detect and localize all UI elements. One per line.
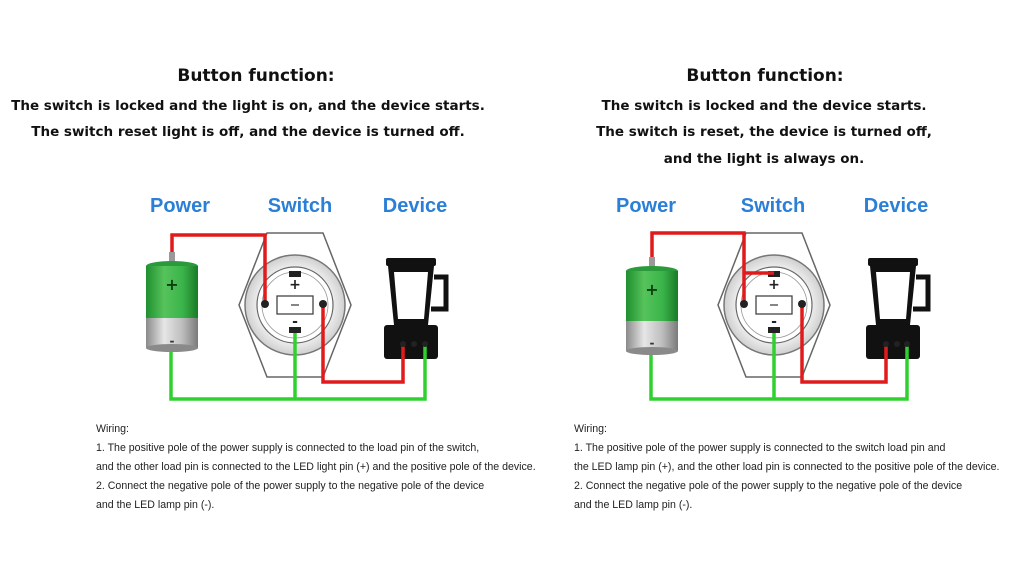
right-desc-line-1: The switch is locked and the device star… bbox=[601, 98, 927, 114]
wiring-line: and the LED lamp pin (-). bbox=[96, 499, 215, 511]
battery-minus-sign: - bbox=[650, 336, 655, 350]
left-desc-line-2: The switch reset light is off, and the d… bbox=[31, 124, 465, 140]
right-desc-line-3: and the light is always on. bbox=[663, 151, 865, 167]
wiring-line: 2. Connect the negative pole of the powe… bbox=[96, 480, 485, 492]
red-wires bbox=[650, 231, 888, 384]
right-wiring-notes: Wiring: 1. The positive pole of the powe… bbox=[574, 420, 1024, 515]
left-desc-line-1: The switch is locked and the light is on… bbox=[11, 98, 485, 114]
battery-plus-sign: + bbox=[165, 275, 178, 294]
switch-minus-sign: - bbox=[292, 314, 298, 330]
switch-minus-sign: - bbox=[771, 314, 777, 330]
wiring-line: 2. Connect the negative pole of the powe… bbox=[574, 480, 963, 492]
left-wiring-diagram: Power Switch Device + - bbox=[0, 185, 512, 410]
device-label: Device bbox=[383, 195, 448, 217]
switch-label: Switch bbox=[741, 195, 805, 217]
device-label: Device bbox=[864, 195, 929, 217]
power-label: Power bbox=[150, 195, 210, 217]
terminal-dots bbox=[261, 300, 428, 347]
battery-minus-sign: - bbox=[170, 334, 175, 348]
wiring-line: the LED lamp pin (+), and the other load… bbox=[574, 461, 1000, 473]
battery-icon: + - bbox=[626, 257, 678, 355]
battery-icon: + - bbox=[146, 252, 198, 352]
red-wires bbox=[170, 233, 405, 384]
right-panel: Button function: The switch is locked an… bbox=[512, 0, 1024, 576]
right-wiring-diagram: Power Switch Device + - bbox=[512, 185, 1024, 410]
wiring-line: and the LED lamp pin (-). bbox=[574, 499, 693, 511]
green-wires bbox=[649, 333, 909, 401]
wiring-line: 1. The positive pole of the power supply… bbox=[96, 442, 480, 454]
battery-plus-sign: + bbox=[645, 280, 658, 299]
left-wiring-notes: Wiring: 1. The positive pole of the powe… bbox=[96, 420, 566, 515]
left-heading: Button function: bbox=[177, 66, 335, 86]
left-panel: Button function: The switch is locked an… bbox=[0, 66, 536, 511]
wiring-title: Wiring: bbox=[574, 423, 607, 435]
terminal-dots bbox=[740, 300, 910, 347]
wiring-line: 1. The positive pole of the power supply… bbox=[574, 442, 946, 454]
wiring-line: and the other load pin is connected to t… bbox=[96, 461, 536, 473]
right-heading: Button function: bbox=[686, 66, 844, 86]
green-wires bbox=[169, 333, 427, 401]
right-desc-line-2: The switch is reset, the device is turne… bbox=[596, 124, 932, 140]
wiring-title: Wiring: bbox=[96, 423, 129, 435]
power-label: Power bbox=[616, 195, 676, 217]
switch-icon: + - bbox=[238, 232, 352, 378]
switch-label: Switch bbox=[268, 195, 332, 217]
switch-plus-sign: + bbox=[289, 277, 301, 293]
switch-plus-sign: + bbox=[768, 277, 780, 293]
